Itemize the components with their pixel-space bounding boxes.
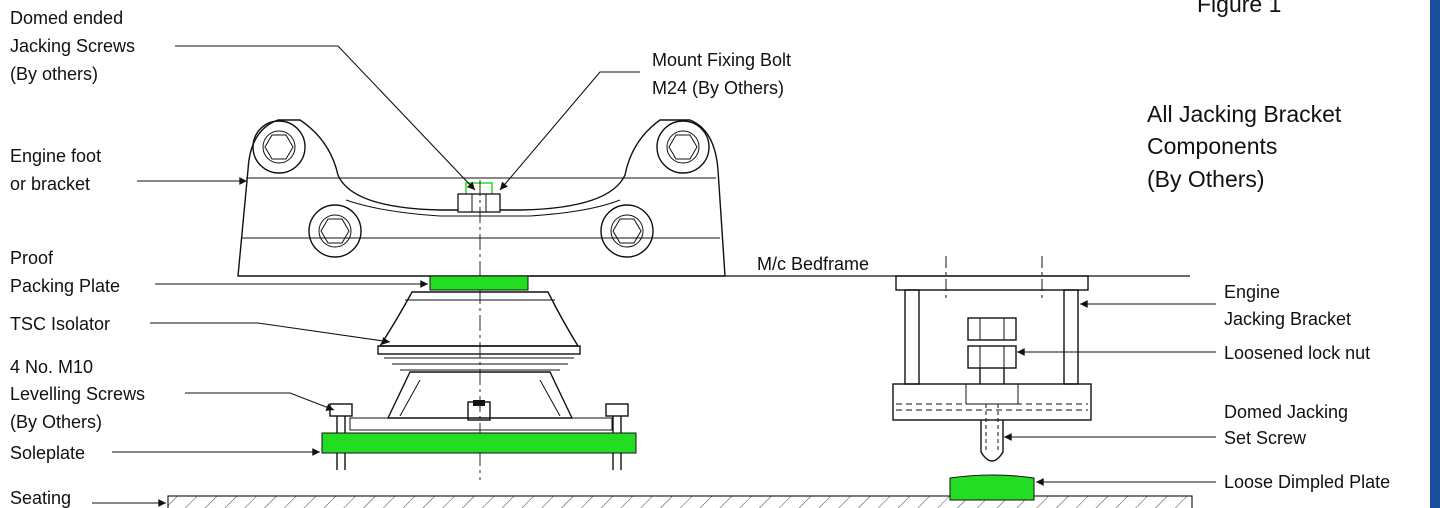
domed-jacking-set-screw bbox=[965, 317, 1019, 462]
label-domed-screws: Domed ended Jacking Screws (By others) bbox=[10, 8, 140, 84]
hex-bolt-top-right bbox=[656, 120, 710, 174]
label-packing-plate: Proof Packing Plate bbox=[10, 248, 120, 296]
label-levelling-screws: 4 No. M10 Levelling Screws (By Others) bbox=[10, 357, 150, 432]
seating-ground bbox=[167, 495, 1193, 508]
label-tsc-isolator: TSC Isolator bbox=[10, 314, 110, 334]
label-engine-foot: Engine foot or bracket bbox=[10, 146, 106, 194]
tsc-isolator bbox=[349, 291, 613, 431]
label-dimpled-plate: Loose Dimpled Plate bbox=[1224, 472, 1390, 492]
proof-packing-plate bbox=[429, 275, 529, 291]
figure-title: Figure 1 bbox=[1197, 0, 1281, 17]
label-set-screw: Domed Jacking Set Screw bbox=[1224, 402, 1353, 448]
hex-bolt-bottom-left bbox=[308, 204, 362, 258]
label-lock-nut: Loosened lock nut bbox=[1224, 343, 1370, 363]
hex-bolt-bottom-right bbox=[600, 204, 654, 258]
mount-fixing-bolt bbox=[457, 182, 501, 213]
leader-levelling-screws bbox=[185, 392, 335, 411]
hex-bolt-top-left bbox=[252, 120, 306, 174]
engine-jacking-bracket bbox=[892, 256, 1092, 421]
leader-tsc-isolator bbox=[150, 322, 391, 345]
label-soleplate: Soleplate bbox=[10, 443, 85, 463]
label-bedframe: M/c Bedframe bbox=[757, 254, 869, 274]
label-jacking-bracket: Engine Jacking Bracket bbox=[1224, 282, 1351, 329]
leader-domed-screws bbox=[175, 45, 476, 191]
label-mount-bolt: Mount Fixing Bolt M24 (By Others) bbox=[652, 50, 796, 98]
label-seating: Seating bbox=[10, 488, 71, 508]
page-border bbox=[1430, 0, 1440, 508]
soleplate bbox=[321, 432, 637, 454]
leader-mount-bolt bbox=[499, 71, 640, 191]
label-all-jacking-components: All Jacking Bracket Components (By Other… bbox=[1147, 101, 1348, 192]
loose-dimpled-plate bbox=[949, 474, 1035, 501]
